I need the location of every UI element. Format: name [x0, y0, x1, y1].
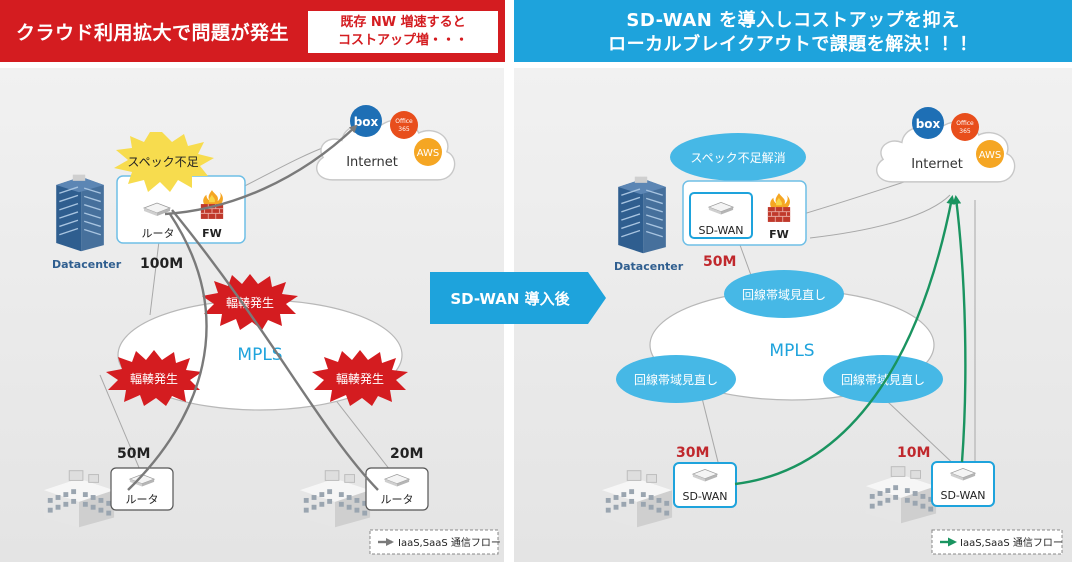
office365-icon-right: [951, 113, 979, 141]
office-label-line1-right: Office: [956, 120, 974, 127]
branch2-router-box: [365, 467, 429, 511]
transition-label: SD-WAN 導入後: [450, 290, 570, 308]
branch2-sdwan-label: SD-WAN: [940, 489, 985, 502]
legend-text-left: IaaS,SaaS 通信フロー: [398, 537, 501, 549]
review-bubble-right: [823, 355, 943, 403]
congestion-burst-top: 輻輳発生: [202, 274, 298, 330]
review-bubble-left: [616, 355, 736, 403]
flow-branch2-to-dc: [171, 209, 379, 491]
header-left-title: クラウド利用拡大で問題が発生: [16, 22, 290, 44]
right-diagram: Internet box Office 365 AWS Datacenter ス…: [601, 107, 1063, 555]
dc-bandwidth-right: 50M: [703, 254, 736, 270]
flow-dc-to-internet: [164, 124, 358, 216]
congestion-label-left: 輻輳発生: [130, 372, 178, 386]
header-right-line1: SD-WAN を導入しコストアップを抑え: [626, 10, 960, 31]
spec-shortage-burst: スペック不足: [114, 132, 214, 192]
box-service-icon: [350, 105, 382, 137]
congestion-label-right: 輻輳発生: [336, 372, 384, 386]
office-label-line2: 365: [398, 126, 410, 133]
spec-resolved-bubble: [670, 133, 806, 181]
cost-note-line1: 既存 NW 増速すると: [340, 15, 466, 30]
internet-cloud-right: Internet box Office 365 AWS: [875, 107, 1016, 183]
congestion-label-top: 輻輳発生: [226, 296, 274, 310]
internet-cloud: Internet box Office 365 AWS: [315, 105, 456, 181]
dc-sdwan-box: [689, 192, 753, 239]
dc-router-label: ルータ: [142, 227, 175, 240]
datacenter-building-icon: [55, 174, 105, 252]
office-label-line1: Office: [395, 118, 413, 125]
branch2-building-icon: [299, 470, 371, 528]
datacenter-building-icon-right: [617, 176, 667, 254]
header-left: クラウド利用拡大で問題が発生 既存 NW 増速すると コストアップ増・・・: [0, 0, 505, 62]
spec-shortage-label: スペック不足: [127, 155, 198, 169]
box-service-icon-right: [912, 107, 944, 139]
review-label-right: 回線帯域見直し: [841, 372, 925, 387]
cost-warning-note: 既存 NW 増速すると コストアップ増・・・: [308, 11, 498, 53]
review-label-top: 回線帯域見直し: [742, 287, 826, 302]
branch1-building-icon-right: [601, 470, 673, 528]
branch2-bandwidth: 20M: [390, 446, 423, 462]
aws-icon-right: [976, 140, 1004, 168]
header-right-title: SD-WAN を導入しコストアップを抑え ローカルブレイクアウトで課題を解決！！…: [514, 9, 1072, 57]
aws-label: AWS: [417, 148, 440, 159]
box-label-right: box: [916, 117, 941, 131]
branch1-sdwan-label: SD-WAN: [682, 490, 727, 503]
congestion-burst-left: 輻輳発生: [106, 350, 202, 406]
flow-branch1-breakout: [734, 195, 956, 486]
branch2-router-label: ルータ: [381, 493, 414, 506]
dc-bandwidth: 100M: [140, 256, 183, 272]
dc-fw-label-right: FW: [769, 228, 789, 241]
spec-resolved-label: スペック不足解消: [690, 151, 785, 165]
office-label-line2-right: 365: [959, 128, 971, 135]
aws-label-right: AWS: [979, 150, 1002, 161]
internet-label-right: Internet: [911, 157, 963, 172]
congestion-burst-right: 輻輳発生: [312, 350, 408, 406]
branch1-router-box: [110, 467, 174, 511]
branch1-bandwidth: 50M: [117, 446, 150, 462]
flow-branch2-breakout: [952, 195, 967, 463]
header-right-line2: ローカルブレイクアウトで課題を解決！！！: [608, 34, 978, 55]
datacenter-label: Datacenter: [52, 258, 122, 271]
box-label: box: [354, 115, 379, 129]
dc-fw-label: FW: [202, 227, 222, 240]
branch1-bandwidth-right: 30M: [676, 445, 709, 461]
branch1-building-icon: [43, 470, 115, 528]
aws-icon: [414, 138, 442, 166]
cost-note-line2: コストアップ増・・・: [337, 33, 468, 48]
datacenter-label-right: Datacenter: [614, 260, 684, 273]
review-label-left: 回線帯域見直し: [634, 372, 718, 387]
branch1-router-label: ルータ: [126, 493, 159, 506]
office365-icon: [390, 111, 418, 139]
internet-label: Internet: [346, 155, 398, 170]
mpls-label-right: MPLS: [769, 341, 814, 361]
legend-text-right: IaaS,SaaS 通信フロー: [960, 537, 1063, 549]
branch2-building-icon-right: [865, 466, 937, 524]
mpls-label: MPLS: [237, 345, 282, 365]
dc-sdwan-label: SD-WAN: [698, 224, 743, 237]
header-right: SD-WAN を導入しコストアップを抑え ローカルブレイクアウトで課題を解決！！…: [514, 0, 1072, 62]
flow-branch1-to-dc: [127, 213, 208, 491]
left-diagram: Internet box Office 365 AWS Datacenter ル…: [43, 105, 501, 555]
review-bubble-top: [724, 270, 844, 318]
transition-arrow: SD-WAN 導入後: [430, 272, 606, 324]
branch2-bandwidth-right: 10M: [897, 445, 930, 461]
